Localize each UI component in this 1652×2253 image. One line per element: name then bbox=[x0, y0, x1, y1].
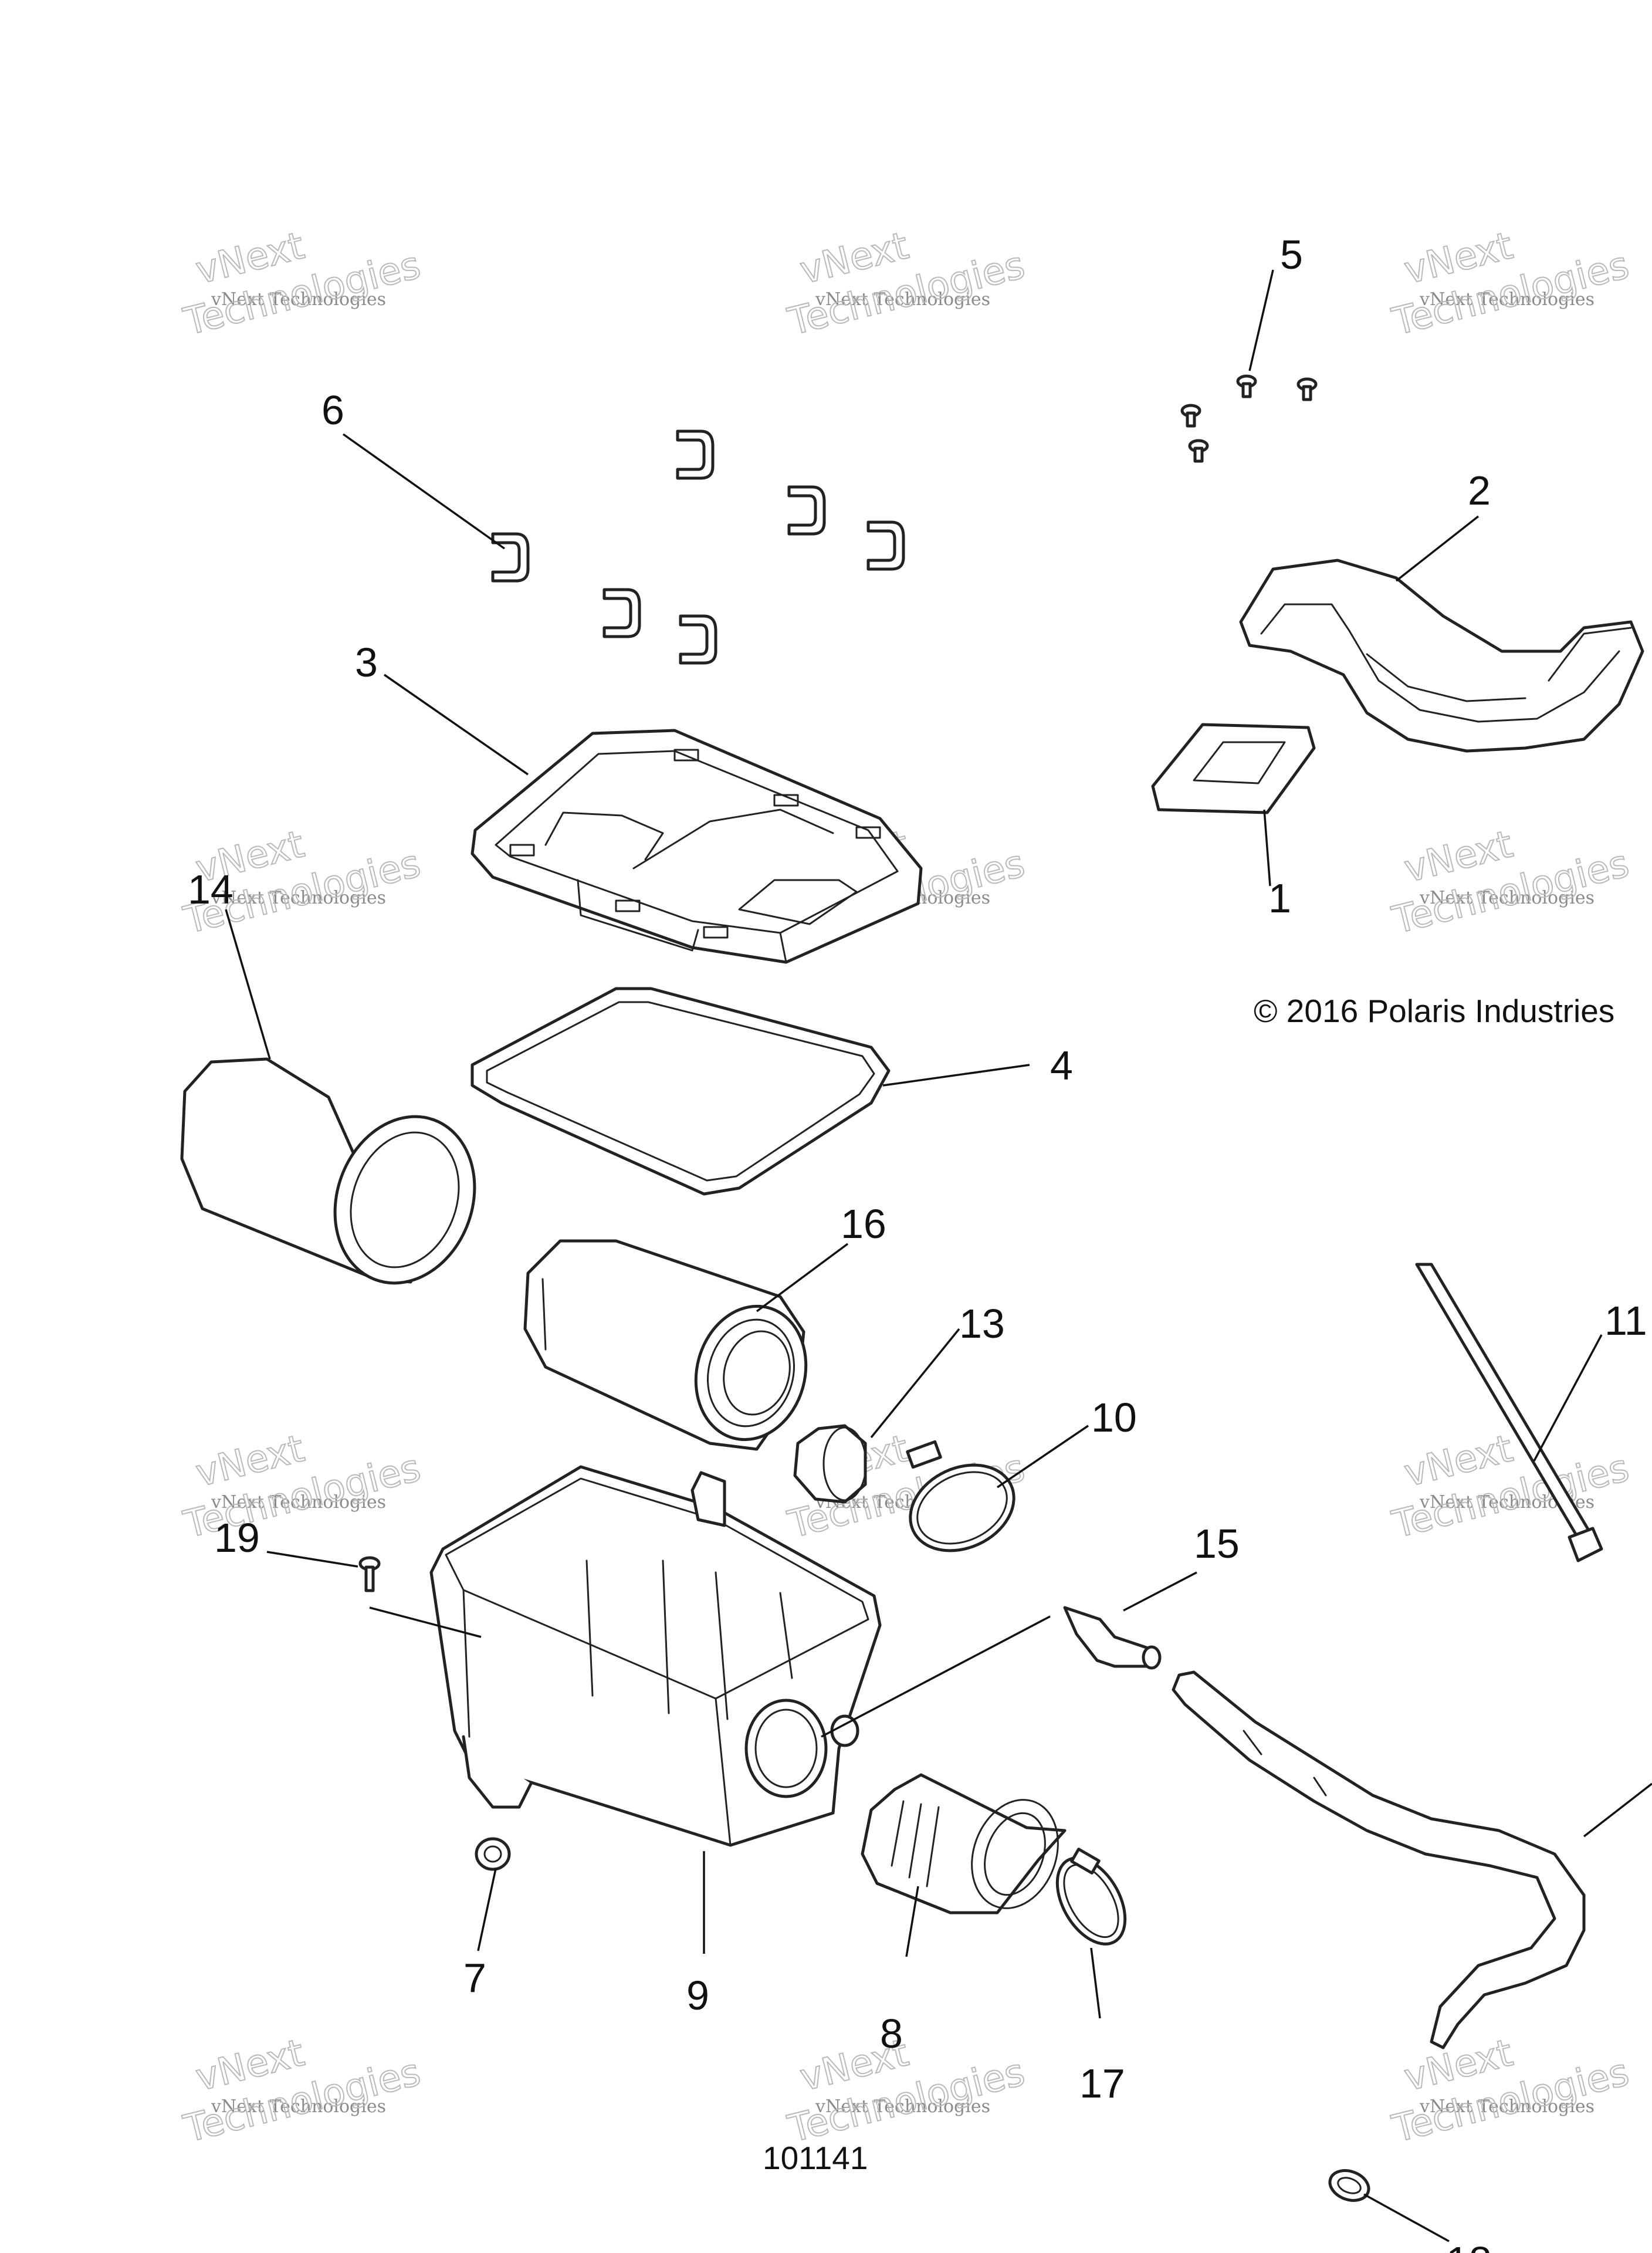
callout-11: 11 bbox=[1604, 1298, 1647, 1344]
callout-7: 7 bbox=[463, 1955, 486, 2001]
svg-text:vNext Technologies: vNext Technologies bbox=[1419, 888, 1595, 908]
clip-part-6 bbox=[491, 429, 905, 665]
callout-17: 17 bbox=[1079, 2061, 1125, 2106]
callout-3: 3 bbox=[355, 640, 378, 685]
callout-15: 15 bbox=[1194, 1521, 1240, 1567]
tie-strap-part-11 bbox=[1415, 1263, 1603, 1562]
pre-filter-part-14 bbox=[180, 1057, 476, 1285]
watermark: vNext vNext Technologies Technologies bbox=[179, 2031, 425, 2152]
svg-text:vNext Technologies: vNext Technologies bbox=[1419, 289, 1595, 310]
callout-13: 13 bbox=[959, 1301, 1005, 1347]
callout-10: 10 bbox=[1091, 1395, 1137, 1440]
callout-14: 14 bbox=[188, 867, 233, 912]
watermark: vNext vNext Technologies Technologies bbox=[179, 1426, 425, 1548]
hose-clamp-part-17 bbox=[1055, 1848, 1127, 1946]
callout-labels: 1 2 3 4 5 6 7 8 9 10 11 13 14 15 16 17 1… bbox=[188, 232, 1647, 2253]
drain-hose bbox=[1172, 1670, 1586, 2049]
watermark: vNext vNext Technologies Technologies bbox=[783, 224, 1030, 345]
gasket-part-4 bbox=[470, 987, 891, 1196]
screw-part-19 bbox=[358, 1556, 381, 1592]
callout-1: 1 bbox=[1268, 875, 1291, 921]
svg-text:vNext Technologies: vNext Technologies bbox=[211, 289, 386, 310]
clamp-part-18 bbox=[1328, 2169, 1370, 2202]
grommet-part-7 bbox=[475, 1837, 511, 1871]
callout-5: 5 bbox=[1280, 232, 1303, 278]
svg-text:vNext Technologies: vNext Technologies bbox=[1419, 2096, 1595, 2117]
fitting-part-15 bbox=[1063, 1606, 1162, 1670]
coupler-part-13 bbox=[793, 1424, 867, 1504]
intake-duct-part-2 bbox=[1239, 559, 1644, 753]
callout-19: 19 bbox=[214, 1515, 260, 1561]
callout-2: 2 bbox=[1468, 468, 1491, 513]
svg-text:vNext Technologies: vNext Technologies bbox=[211, 1492, 386, 1513]
leader-lines bbox=[225, 269, 1652, 2242]
callout-6: 6 bbox=[321, 387, 344, 433]
watermark: vNext vNext Technologies Technologies bbox=[1387, 822, 1634, 943]
gasket-plate-part-1 bbox=[1151, 723, 1316, 814]
svg-text:vNext Technologies: vNext Technologies bbox=[815, 2096, 990, 2117]
callout-16: 16 bbox=[841, 1201, 886, 1247]
copyright-notice: © 2016 Polaris Industries bbox=[1254, 993, 1614, 1029]
callout-9: 9 bbox=[686, 1973, 709, 2018]
callout-18: 18 bbox=[1446, 2238, 1492, 2253]
airbox-base-part-9 bbox=[429, 1465, 882, 1847]
screw-part-5 bbox=[1180, 374, 1318, 463]
hose-clamp-part-10 bbox=[906, 1440, 1015, 1552]
callout-8: 8 bbox=[880, 2011, 903, 2056]
air-filter-part-16 bbox=[523, 1239, 808, 1451]
callout-4: 4 bbox=[1050, 1043, 1073, 1088]
svg-text:vNext Technologies: vNext Technologies bbox=[211, 888, 386, 908]
throttle-boot-part-8 bbox=[861, 1773, 1067, 1914]
svg-text:vNext Technologies: vNext Technologies bbox=[815, 289, 990, 310]
diagram-part-number: 101141 bbox=[763, 2140, 868, 2176]
watermark: vNext vNext Technologies Technologies bbox=[1387, 2031, 1634, 2152]
svg-text:vNext Technologies: vNext Technologies bbox=[211, 2096, 386, 2117]
watermark: vNext vNext Technologies Technologies bbox=[179, 224, 425, 345]
watermark: vNext vNext Technologies Technologies bbox=[1387, 224, 1634, 345]
airbox-lid-part-3 bbox=[470, 729, 923, 964]
